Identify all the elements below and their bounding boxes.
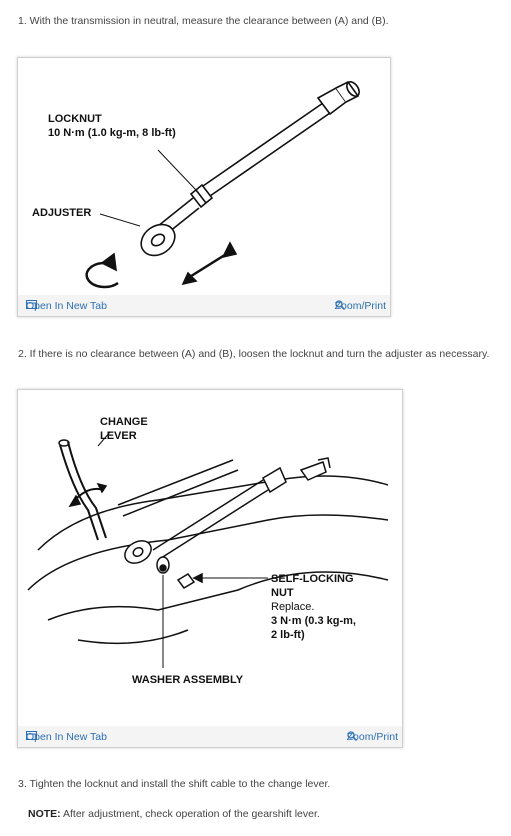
figure-2-change-lever: CHANGE LEVER SELF-LOCKING NUT Replace. 3… xyxy=(17,389,403,748)
open-in-new-tab-link-2[interactable]: Open In New Tab xyxy=(26,731,107,743)
magnifier-icon xyxy=(334,300,345,310)
nut-label: NUT xyxy=(271,587,294,599)
replace-label: Replace. xyxy=(271,601,314,613)
figure-1-toolbar: Open In New Tab Zoom/Print xyxy=(18,295,390,316)
open-in-new-tab-label: Open In New Tab xyxy=(26,731,107,743)
change-label: CHANGE xyxy=(100,416,148,428)
magnifier-icon xyxy=(346,731,357,741)
step-3-text: 3. Tighten the locknut and install the s… xyxy=(18,778,331,790)
figure-1-locknut-adjuster: LOCKNUT 10 N·m (1.0 kg-m, 8 lb-ft) ADJUS… xyxy=(17,57,391,317)
locknut-torque-label: 10 N·m (1.0 kg-m, 8 lb-ft) xyxy=(48,127,176,139)
nut-torque-label-1: 3 N·m (0.3 kg-m, xyxy=(271,615,356,627)
washer-assembly-label: WASHER ASSEMBLY xyxy=(132,674,244,686)
open-in-new-tab-label: Open In New Tab xyxy=(26,300,107,312)
zoom-print-label: Zoom/Print xyxy=(346,731,398,743)
zoom-print-link-1[interactable]: Zoom/Print xyxy=(335,300,386,312)
note-text: NOTE: After adjustment, check operation … xyxy=(28,808,320,820)
zoom-print-label: Zoom/Print xyxy=(334,300,386,312)
self-locking-label: SELF-LOCKING xyxy=(271,573,354,585)
nut-torque-label-2: 2 lb-ft) xyxy=(271,629,305,641)
zoom-print-link-2[interactable]: Zoom/Print xyxy=(347,731,398,743)
locknut-label: LOCKNUT xyxy=(48,113,102,125)
figure-1-illustration: LOCKNUT 10 N·m (1.0 kg-m, 8 lb-ft) ADJUS… xyxy=(32,80,360,289)
adjuster-label: ADJUSTER xyxy=(32,207,91,219)
lever-label: LEVER xyxy=(100,430,137,442)
open-in-new-tab-link-1[interactable]: Open In New Tab xyxy=(26,300,107,312)
step-1-text: 1. With the transmission in neutral, mea… xyxy=(18,15,389,27)
figure-2-illustration: CHANGE LEVER SELF-LOCKING NUT Replace. 3… xyxy=(27,416,389,686)
figure-2-toolbar: Open In New Tab Zoom/Print xyxy=(18,726,402,747)
note-body: After adjustment, check operation of the… xyxy=(60,808,320,820)
note-label: NOTE: xyxy=(28,808,61,820)
new-tab-icon xyxy=(26,731,37,740)
new-tab-icon xyxy=(26,300,37,309)
step-2-text: 2. If there is no clearance between (A) … xyxy=(18,348,490,360)
